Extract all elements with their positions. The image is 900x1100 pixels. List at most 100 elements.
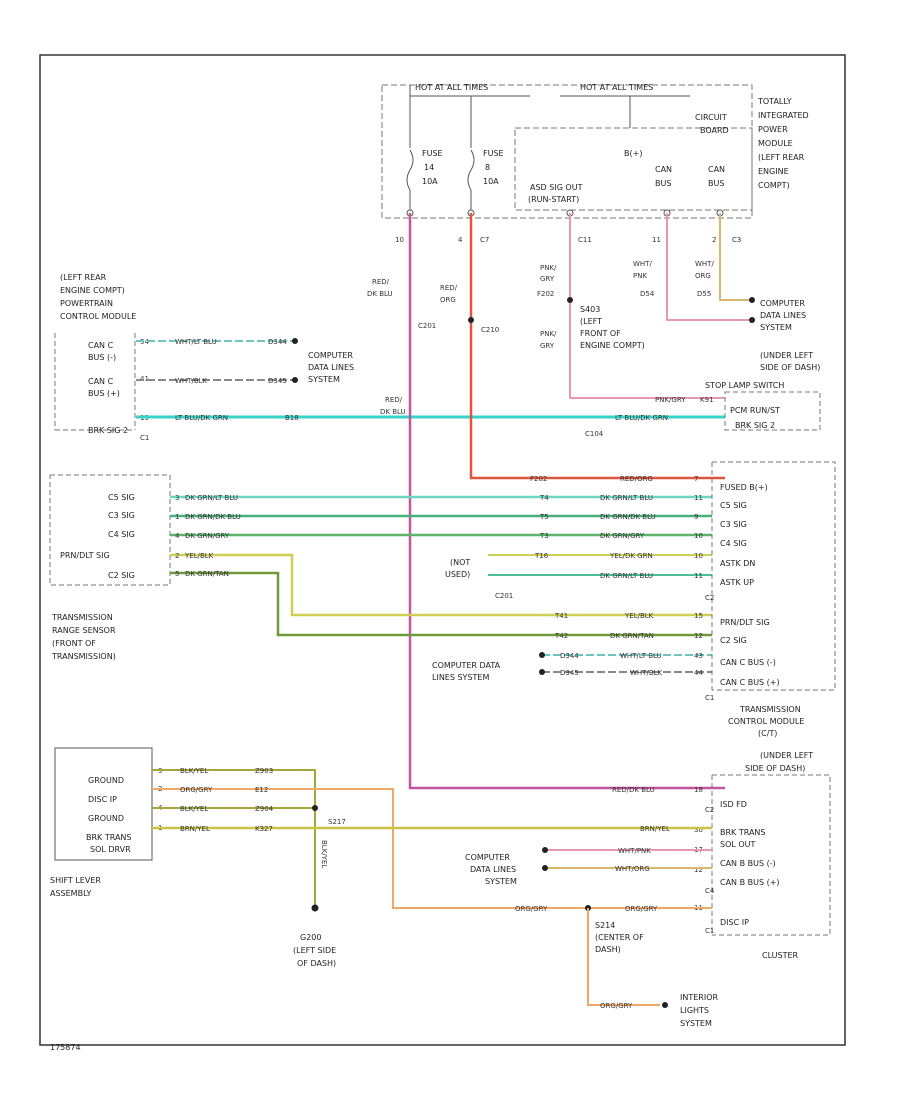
wire-wht-org-a: WHT/	[695, 260, 714, 268]
wire-yel-dk-grn: YEL/DK GRN	[609, 552, 653, 560]
svg-text:FUSE: FUSE	[422, 149, 443, 158]
tcm-c4-sig: C4 SIG	[720, 539, 747, 548]
svg-text:3: 3	[175, 494, 179, 502]
cluster-isd-fd: ISD FD	[720, 800, 747, 809]
tipm-pin-2: 2	[712, 236, 716, 244]
comp-data-lines-2: COMPUTER DATA LINES SYSTEM	[760, 299, 806, 332]
svg-text:10: 10	[694, 532, 703, 540]
trs-c3-sig: C3 SIG	[108, 511, 135, 520]
comp-data-lines-4: COMPUTER DATA LINES SYSTEM	[465, 853, 517, 886]
svg-text:CONTROL MODULE: CONTROL MODULE	[728, 717, 804, 726]
svg-text:15: 15	[694, 612, 703, 620]
wire-blk-yel-v: BLK/YEL	[320, 840, 328, 868]
tipm-pin-4: 4	[458, 236, 463, 244]
cluster-can-b-plus: CAN B BUS (+)	[720, 878, 780, 887]
wire-d54: D54	[640, 290, 655, 298]
stop-lamp-brk-sig: BRK SIG 2	[735, 421, 775, 430]
wire-f202-splice: F202	[537, 290, 554, 298]
wire-red-dk-blu-tcm: RED/DK BLU	[612, 786, 655, 794]
wire-z903: Z903	[255, 767, 273, 775]
svg-text:(NOT: (NOT	[450, 558, 470, 567]
trs-prnd-sig: PRN/DLT SIG	[60, 551, 110, 560]
shift-lever-name: SHIFT LEVER ASSEMBLY	[50, 876, 101, 898]
svg-text:11: 11	[694, 572, 703, 580]
cluster-disc-ip: DISC IP	[720, 918, 749, 927]
wire-org-gry-2: ORG/GRY	[515, 905, 548, 913]
svg-text:12: 12	[694, 866, 703, 874]
wire-wht-pnk-b: PNK	[633, 272, 647, 280]
wire-lt-blu-dk-grn: LT BLU/DK GRN	[175, 414, 228, 422]
tcm-fused-b: FUSED B(+)	[720, 483, 768, 492]
tcm-astk-up: ASTK UP	[720, 578, 754, 587]
tcm-name: TRANSMISSION CONTROL MODULE (C/T)	[728, 705, 804, 738]
trs-pin-numbers: 3 1 4 2 5	[175, 494, 180, 578]
b-plus-label: B(+)	[624, 149, 642, 158]
svg-text:BUS (+): BUS (+)	[88, 389, 120, 398]
fuse-8-label: FUSE 8 10A	[483, 149, 504, 186]
svg-text:COMPUTER: COMPUTER	[760, 299, 805, 308]
tcm-pin-numbers: 7 11 9 10 10 11 15 12 43 44	[694, 475, 703, 677]
svg-text:CAN: CAN	[708, 165, 725, 174]
wire-red-org-v-1: RED/	[440, 284, 458, 292]
shift-ground-2: GROUND	[88, 814, 124, 823]
svg-text:(FRONT OF: (FRONT OF	[52, 639, 96, 648]
trs-c4-sig: C4 SIG	[108, 530, 135, 539]
svg-text:SYSTEM: SYSTEM	[680, 1019, 712, 1028]
tipm-conn-c3: C3	[732, 236, 741, 244]
wire-k91: K91	[700, 396, 714, 404]
svg-text:SYSTEM: SYSTEM	[485, 877, 517, 886]
wire-t41: T41	[554, 612, 568, 620]
tipm-conn-c11: C11	[578, 236, 592, 244]
svg-text:LINES SYSTEM: LINES SYSTEM	[432, 673, 489, 682]
svg-text:TRANSMISSION: TRANSMISSION	[739, 705, 801, 714]
stop-lamp-switch: (UNDER LEFT SIDE OF DASH) STOP LAMP SWIT…	[705, 351, 821, 431]
svg-text:FRONT OF: FRONT OF	[580, 329, 621, 338]
svg-text:10: 10	[694, 552, 703, 560]
svg-text:FUSE: FUSE	[483, 149, 504, 158]
wire-blk-yel-2: BLK/YEL	[180, 805, 208, 813]
svg-text:(RUN-START): (RUN-START)	[528, 195, 579, 204]
svg-text:POWERTRAIN: POWERTRAIN	[60, 299, 113, 308]
tipm-can-wires: WHT/ PNK D54 WHT/ ORG D55 COMPUTER DATA …	[633, 213, 806, 332]
svg-text:ENGINE COMPT): ENGINE COMPT)	[60, 286, 125, 295]
wire-d55: D55	[697, 290, 711, 298]
comp-data-lines-1: COMPUTER DATA LINES SYSTEM	[308, 351, 354, 384]
wire-pnk-gry-2a: PNK/	[540, 330, 557, 338]
svg-text:TRANSMISSION): TRANSMISSION)	[51, 652, 116, 661]
svg-text:14: 14	[424, 163, 434, 172]
svg-text:ASSEMBLY: ASSEMBLY	[50, 889, 91, 898]
svg-text:RANGE SENSOR: RANGE SENSOR	[52, 626, 116, 635]
shift-sol-drvr: SOL DRVR	[90, 845, 131, 854]
svg-text:COMPUTER DATA: COMPUTER DATA	[432, 661, 501, 670]
wire-t42: T42	[554, 632, 568, 640]
svg-text:INTEGRATED: INTEGRATED	[758, 111, 809, 120]
svg-text:10A: 10A	[422, 177, 438, 186]
svg-text:10A: 10A	[483, 177, 499, 186]
trs-c5-sig: C5 SIG	[108, 493, 135, 502]
svg-text:SIDE OF DASH): SIDE OF DASH)	[745, 764, 805, 773]
svg-text:(LEFT REAR: (LEFT REAR	[758, 153, 805, 162]
wire-pnk-gry-asd: PNK/ GRY F202 PNK/ GRY S403 (LEFT FRONT …	[537, 213, 725, 404]
wire-f202: F202	[530, 475, 547, 483]
wire-lt-blu-dk-grn-2: LT BLU/DK GRN	[615, 414, 668, 422]
svg-text:CAN C: CAN C	[88, 341, 114, 350]
svg-text:INTERIOR: INTERIOR	[680, 993, 719, 1002]
wire-wht-lt-blu: WHT/LT BLU	[175, 338, 217, 346]
wire-brn-yel-2: BRN/YEL	[640, 825, 670, 833]
svg-text:(LEFT SIDE: (LEFT SIDE	[293, 946, 336, 955]
svg-text:TOTALLY: TOTALLY	[757, 97, 792, 106]
interior-lights-branch: ORG/GRY S214 (CENTER OF DASH) INTERIOR L…	[585, 905, 719, 1028]
asd-out-label: ASD SIG OUT (RUN-START)	[528, 183, 583, 204]
wire-dk-grn-gry-b: DK GRN/GRY	[600, 532, 645, 540]
wire-red-dk-blu-h-2: DK BLU	[380, 408, 406, 416]
svg-text:12: 12	[694, 632, 703, 640]
svg-text:DATA LINES: DATA LINES	[470, 865, 516, 874]
cluster-under-left: (UNDER LEFT SIDE OF DASH)	[745, 751, 813, 773]
tipm-pin-11: 11	[652, 236, 661, 244]
wire-k327: K327	[255, 825, 273, 833]
wire-e12: E12	[255, 786, 268, 794]
wire-dk-grn-dk-blu: DK GRN/DK BLU	[185, 513, 241, 521]
tipm-hot-label-2: HOT AT ALL TIMES	[580, 83, 653, 92]
tcm-conn-c1: C1	[705, 694, 714, 702]
